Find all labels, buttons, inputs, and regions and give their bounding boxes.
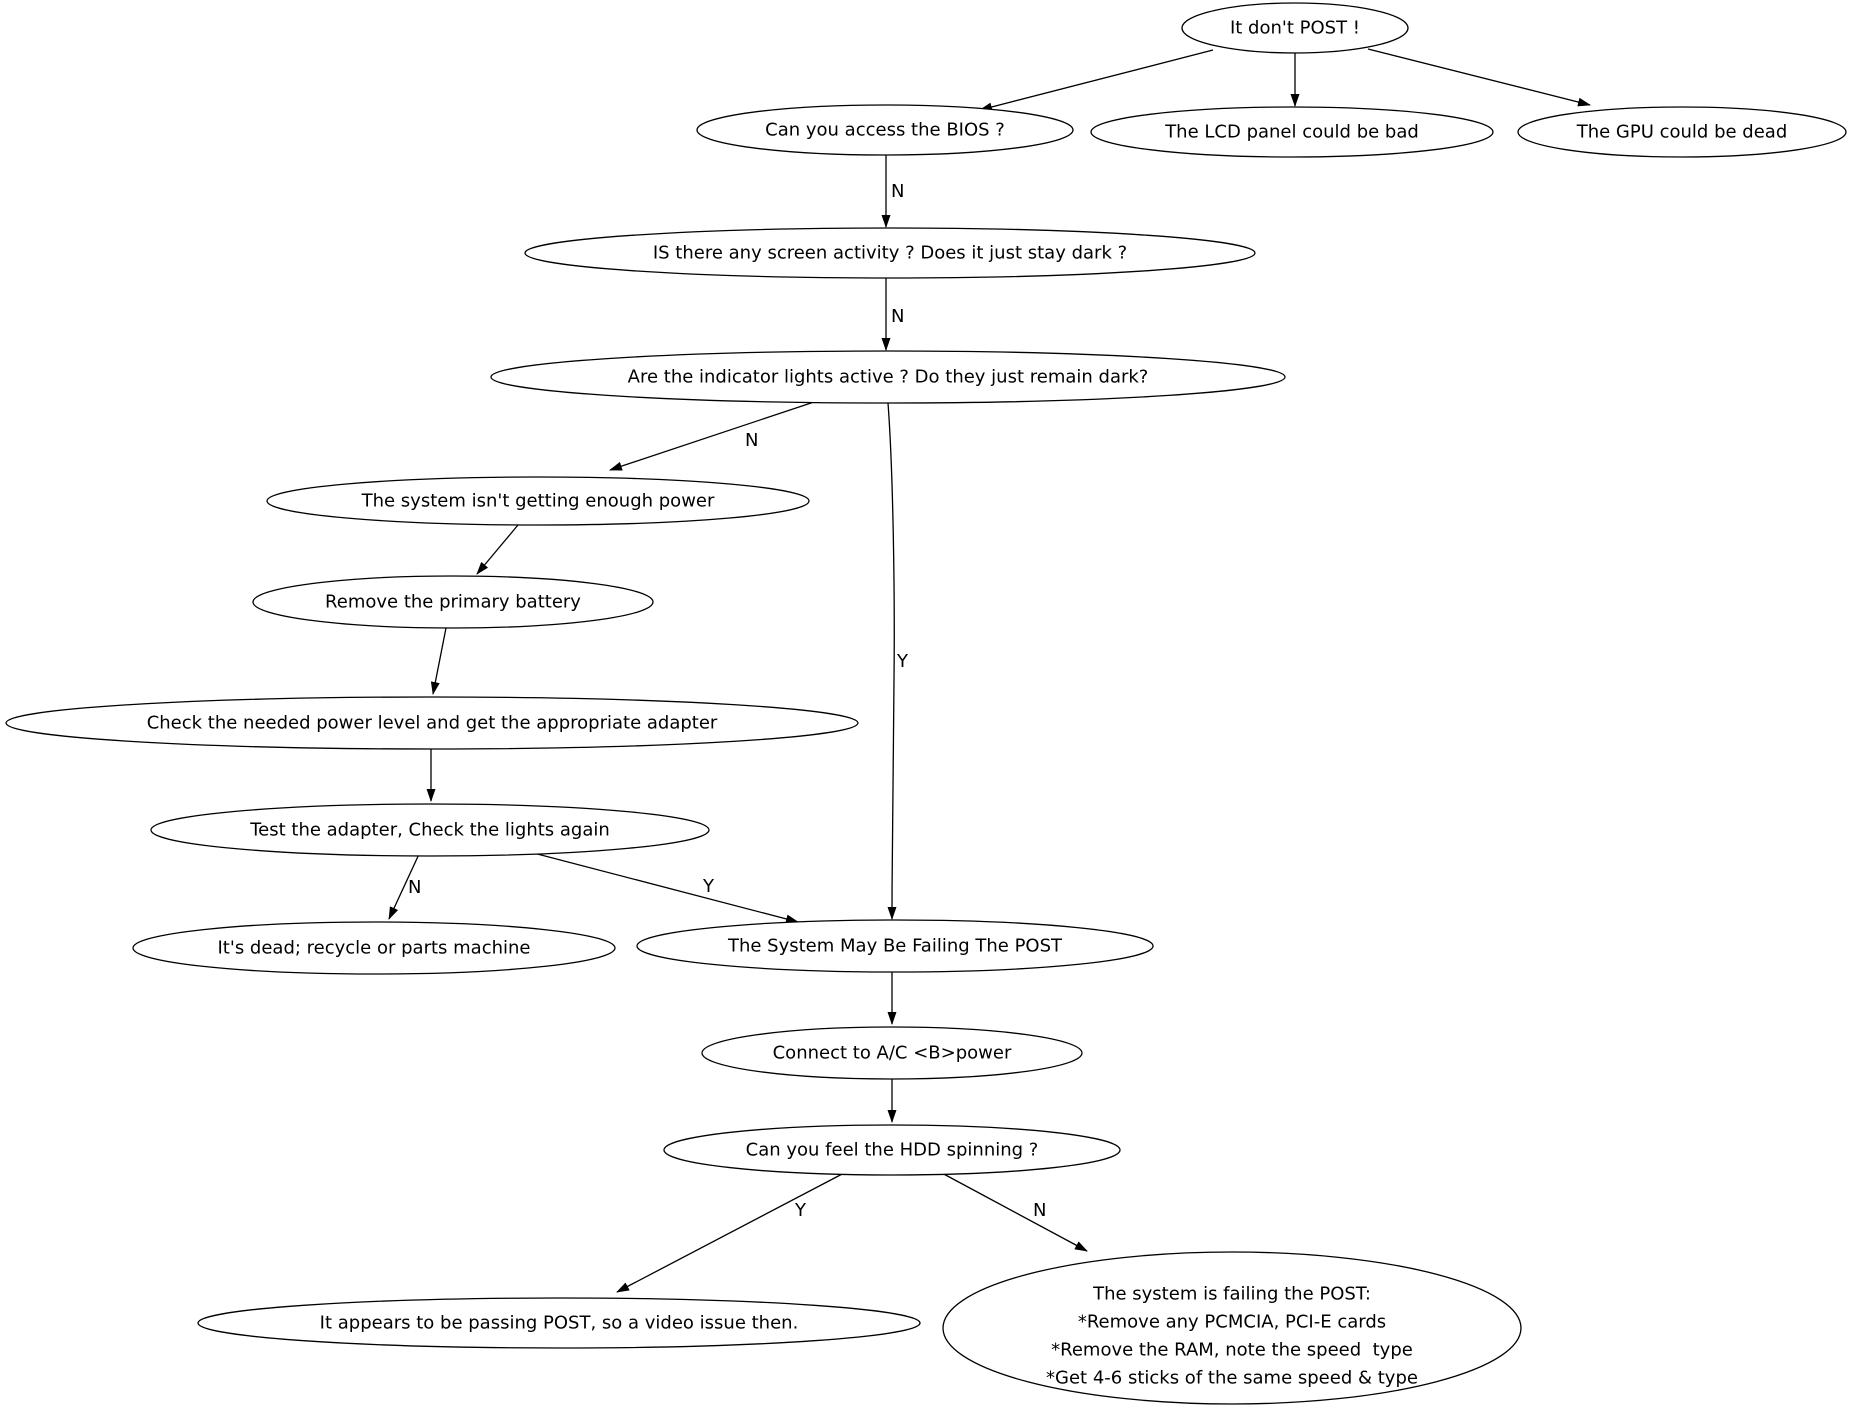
edge-it-dont-post-to-gpu-could-be-dead [1367, 48, 1591, 107]
edge-it-dont-post-to-can-you-access-the-bios [979, 49, 1214, 112]
node-label: Check the needed power level and get the… [147, 713, 718, 734]
edge-label: N [1033, 1200, 1046, 1221]
edge-line [609, 400, 818, 471]
edge-test-adapter-to-may-be-failing-post: Y [521, 849, 799, 924]
edge-label: Y [702, 876, 715, 897]
node-label-line: *Remove any PCMCIA, PCI-E cards [1078, 1312, 1386, 1333]
edge-line [979, 49, 1214, 112]
node-label: Can you access the BIOS ? [765, 120, 1005, 141]
node-ellipse [524, 227, 1256, 279]
node-ellipse [150, 803, 710, 857]
node-ellipse [132, 921, 616, 975]
node-ellipse [663, 1124, 1121, 1176]
node-ellipse [490, 350, 1286, 404]
edge-line [430, 627, 447, 695]
flowchart-node-failing-post-steps: The system is failing the POST: *Remove a… [942, 1251, 1522, 1405]
node-label: It don't POST ! [1230, 18, 1360, 39]
node-ellipse [5, 696, 859, 750]
edge-indicator-lights-to-not-enough-power: N [609, 400, 818, 471]
node-ellipse [1181, 2, 1409, 54]
flowchart-node-indicator-lights: Are the indicator lights active ? Do the… [490, 350, 1286, 404]
flowchart-node-it-dont-post: It don't POST ! [1181, 2, 1409, 54]
flowchart-node-connect-ac-power: Connect to A/C <B>power [701, 1026, 1083, 1080]
edge-label: Y [794, 1200, 807, 1221]
flowchart-node-can-you-access-the-bios: Can you access the BIOS ? [696, 104, 1074, 156]
edge-label: N [891, 181, 904, 202]
node-ellipse [701, 1026, 1083, 1080]
node-label: Connect to A/C <B>power [773, 1043, 1012, 1064]
nodes-layer: It don't POST ! Can you access the BIOS ?… [5, 2, 1847, 1405]
node-ellipse [636, 919, 1154, 973]
edge-hdd-spinning-to-passing-post-video-issue: Y [616, 1171, 847, 1293]
edge-screen-activity-to-indicator-lights: N [881, 278, 904, 351]
flowchart-node-check-power-level: Check the needed power level and get the… [5, 696, 859, 750]
edge-line [1367, 48, 1591, 107]
flowchart-node-may-be-failing-post: The System May Be Failing The POST [636, 919, 1154, 973]
node-ellipse [1090, 106, 1494, 158]
flowchart-node-screen-activity: IS there any screen activity ? Does it j… [524, 227, 1256, 279]
flowchart-node-gpu-could-be-dead: The GPU could be dead [1517, 106, 1847, 158]
edge-line [521, 849, 799, 924]
node-label-line: The system is failing the POST: [1092, 1284, 1371, 1305]
node-label-line: *Get 4-6 sticks of the same speed & type [1046, 1368, 1418, 1389]
node-label: It appears to be passing POST, so a vide… [320, 1313, 799, 1334]
node-label: Remove the primary battery [325, 592, 581, 613]
edge-can-you-access-the-bios-to-screen-activity: N [881, 155, 904, 228]
edge-line [939, 1171, 1088, 1252]
flowchart-node-its-dead: It's dead; recycle or parts machine [132, 921, 616, 975]
node-label: The GPU could be dead [1576, 122, 1788, 143]
edge-label: Y [896, 651, 909, 672]
edge-test-adapter-to-its-dead: N [388, 851, 421, 920]
node-label: The System May Be Failing The POST [727, 936, 1063, 957]
node-label: The system isn't getting enough power [361, 491, 715, 512]
edge-line [887, 402, 897, 920]
edge-hdd-spinning-to-failing-post-steps: N [939, 1171, 1088, 1252]
edge-label: N [891, 306, 904, 327]
flowchart-node-hdd-spinning: Can you feel the HDD spinning ? [663, 1124, 1121, 1176]
edges-layer: N N N Y N Y Y N [388, 48, 1591, 1293]
node-ellipse [696, 104, 1074, 156]
flowchart-node-remove-primary-battery: Remove the primary battery [252, 575, 654, 629]
node-ellipse [942, 1251, 1522, 1405]
node-ellipse [266, 476, 810, 526]
edge-label: N [408, 877, 421, 898]
node-label: IS there any screen activity ? Does it j… [653, 243, 1127, 264]
node-label: Can you feel the HDD spinning ? [746, 1140, 1039, 1161]
node-ellipse [197, 1297, 921, 1349]
edge-line [476, 524, 519, 575]
node-label: The LCD panel could be bad [1164, 122, 1419, 143]
flowchart-node-test-adapter: Test the adapter, Check the lights again [150, 803, 710, 857]
node-ellipse [252, 575, 654, 629]
edge-remove-primary-battery-to-check-power-level [430, 627, 447, 695]
node-label-line: *Remove the RAM, note the speed type [1051, 1340, 1413, 1361]
flowchart-node-lcd-panel-could-be-bad: The LCD panel could be bad [1090, 106, 1494, 158]
edge-indicator-lights-to-may-be-failing-post: Y [887, 402, 909, 920]
node-label: It's dead; recycle or parts machine [218, 938, 531, 959]
edge-label: N [745, 430, 758, 451]
flowchart-node-not-enough-power: The system isn't getting enough power [266, 476, 810, 526]
node-ellipse [1517, 106, 1847, 158]
node-label: Are the indicator lights active ? Do the… [628, 367, 1149, 388]
node-label: Test the adapter, Check the lights again [249, 820, 610, 841]
edge-line [388, 851, 421, 920]
flowchart-node-passing-post-video-issue: It appears to be passing POST, so a vide… [197, 1297, 921, 1349]
edge-not-enough-power-to-remove-primary-battery [476, 524, 519, 575]
edge-line [616, 1171, 847, 1293]
